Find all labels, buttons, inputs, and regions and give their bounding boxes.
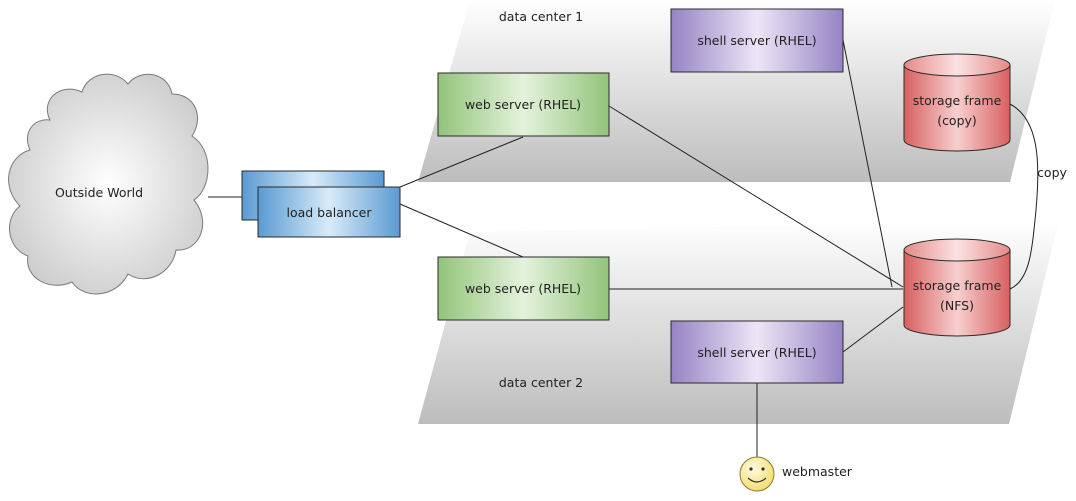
connections <box>208 39 1039 457</box>
cloud-icon <box>8 73 209 295</box>
link-load-balancer-to-web-server-2 <box>399 203 524 258</box>
database-cylinder-icon <box>903 65 1011 152</box>
web-server-1-label: web server (RHEL) <box>465 97 581 112</box>
shell-server-1-label: shell server (RHEL) <box>697 33 816 48</box>
webmaster-label: webmaster <box>782 464 853 479</box>
webmaster[interactable]: webmaster <box>739 456 853 492</box>
load-balancer-label: load balancer <box>286 205 372 220</box>
copy-link-curve <box>1009 103 1039 290</box>
storage-copy-label-line1: storage frame <box>913 93 1002 108</box>
shell-server-1[interactable]: shell server (RHEL) <box>670 8 844 73</box>
load-balancer[interactable]: load balancer <box>241 170 401 238</box>
link-shell-server-1-to-storage-nfs <box>842 39 893 288</box>
data-center-2-label: data center 2 <box>499 375 583 390</box>
storage-frame-copy[interactable]: storage frame (copy) <box>903 53 1011 152</box>
storage-nfs-label-line1: storage frame <box>913 278 1002 293</box>
storage-copy-label-line2: (copy) <box>937 113 977 128</box>
link-shell-server-2-to-storage-nfs <box>842 306 904 353</box>
shell-server-2[interactable]: shell server (RHEL) <box>670 320 844 384</box>
link-web-server-1-to-storage-nfs <box>608 105 904 288</box>
copy-link-label: copy <box>1037 165 1067 180</box>
web-server-1[interactable]: web server (RHEL) <box>437 72 610 137</box>
smiley-face-icon <box>739 456 775 492</box>
outside-world-label: Outside World <box>55 185 143 200</box>
data-center-1-label: data center 1 <box>499 9 583 24</box>
outside-world-cloud: Outside World <box>8 73 209 295</box>
web-server-2[interactable]: web server (RHEL) <box>437 256 610 321</box>
database-cylinder-icon <box>903 250 1011 337</box>
web-server-2-label: web server (RHEL) <box>465 281 581 296</box>
storage-nfs-label-line2: (NFS) <box>940 298 974 313</box>
link-load-balancer-to-web-server-1 <box>399 136 524 188</box>
storage-frame-nfs[interactable]: storage frame (NFS) <box>903 238 1011 337</box>
shell-server-2-label: shell server (RHEL) <box>697 345 816 360</box>
